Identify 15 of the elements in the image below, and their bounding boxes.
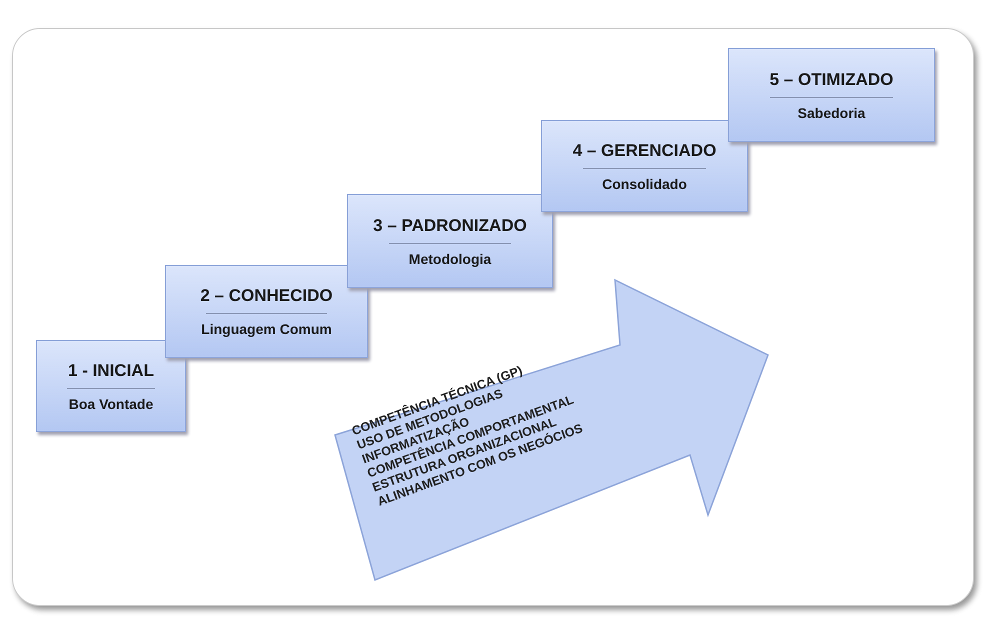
level-description: Linguagem Comum	[201, 321, 332, 337]
level-box	[347, 194, 553, 288]
level-description: Consolidado	[602, 176, 687, 192]
level-box	[165, 265, 368, 358]
level-title: 1 - INICIAL	[68, 360, 154, 380]
level-box	[728, 48, 935, 142]
level-title: 2 – CONHECIDO	[200, 286, 333, 306]
level-box	[36, 340, 186, 432]
level-box	[541, 120, 748, 212]
level-description: Sabedoria	[798, 104, 866, 120]
level-title: 4 – GERENCIADO	[572, 140, 716, 160]
level-description: Metodologia	[408, 250, 492, 266]
level-title: 5 – OTIMIZADO	[770, 70, 894, 90]
level-title: 3 – PADRONIZADO	[373, 216, 527, 236]
level-description: Boa Vontade	[68, 396, 154, 412]
